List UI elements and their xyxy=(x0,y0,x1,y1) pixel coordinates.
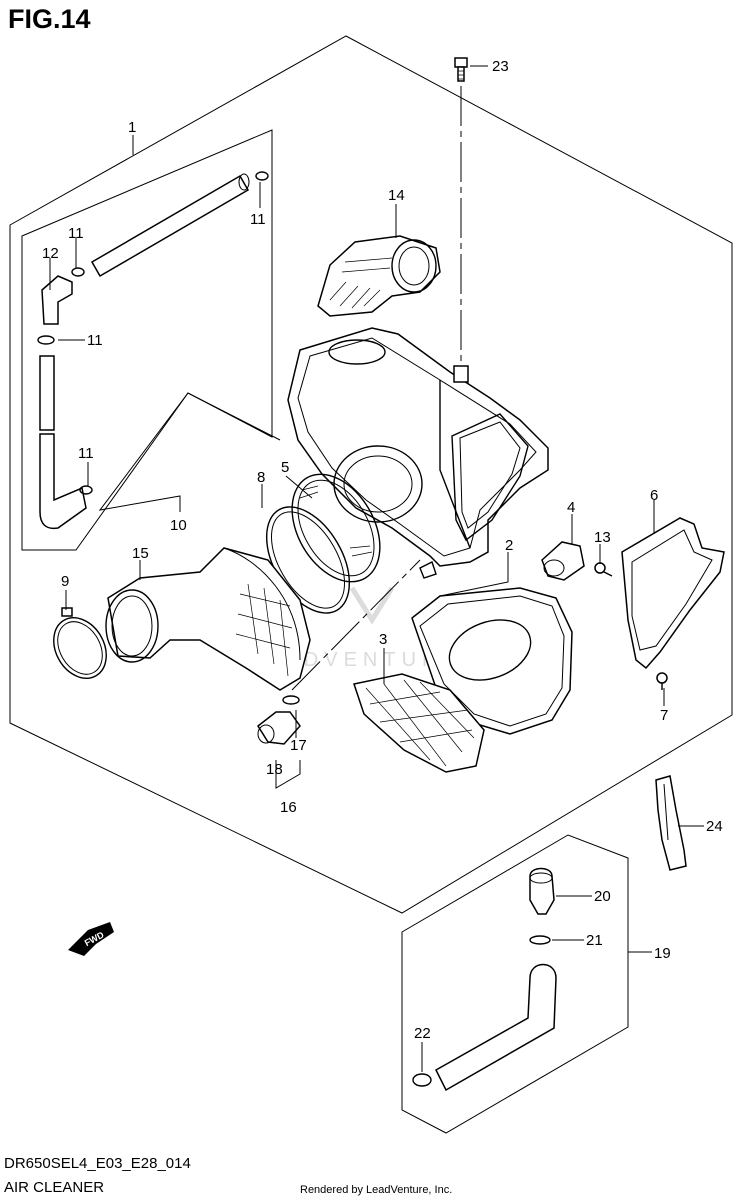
callout-16: 16 xyxy=(280,799,297,816)
screw-part-13 xyxy=(594,562,613,577)
clips-part-11 xyxy=(37,171,269,495)
callout-19: 19 xyxy=(654,945,671,962)
callout-3: 3 xyxy=(379,631,387,648)
callout-8: 8 xyxy=(257,469,265,486)
intake-boot-part-15 xyxy=(105,547,311,691)
callout-21: 21 xyxy=(586,932,603,949)
breather-hose-part-10 xyxy=(39,173,250,530)
callout-18: 18 xyxy=(266,761,283,778)
callout-6: 6 xyxy=(650,487,658,504)
callout-24: 24 xyxy=(706,818,723,835)
figure-title: FIG.14 xyxy=(8,4,91,34)
main-assembly-frame xyxy=(9,35,733,914)
callout-5: 5 xyxy=(281,459,289,476)
drain-plug-part-20 xyxy=(529,867,555,915)
callout-20: 20 xyxy=(594,888,611,905)
section-name: AIR CLEANER xyxy=(4,1179,104,1196)
gasket-part-5 xyxy=(291,473,381,583)
callout-labels: 1 2 3 4 5 6 7 8 9 10 11 11 11 11 12 13 1… xyxy=(42,58,723,1042)
callout-13: 13 xyxy=(594,529,611,546)
callout-14: 14 xyxy=(388,187,405,204)
clip-part-17 xyxy=(282,695,300,705)
air-cleaner-box xyxy=(287,327,549,579)
cap-part-18 xyxy=(257,711,301,745)
callout-11-top: 11 xyxy=(250,211,266,228)
callout-11-middle: 11 xyxy=(87,332,103,349)
callout-2: 2 xyxy=(505,537,513,554)
side-cover-part-6 xyxy=(621,517,725,670)
callout-1: 1 xyxy=(128,119,136,136)
strap-part-24 xyxy=(655,775,687,871)
rendered-by-credit: Rendered by LeadVenture, Inc. xyxy=(300,1184,452,1196)
elbow-joint-part-12 xyxy=(41,275,73,325)
stay-part-4 xyxy=(541,541,585,581)
bolt-part-23 xyxy=(454,57,468,82)
clip-part-21 xyxy=(529,935,551,945)
callout-22: 22 xyxy=(414,1025,431,1042)
callout-leader-lines xyxy=(49,65,704,1072)
drain-kit-frame xyxy=(401,834,629,1134)
callout-9: 9 xyxy=(61,573,69,590)
callout-11-lower: 11 xyxy=(78,445,94,462)
callout-4: 4 xyxy=(567,499,575,516)
callout-15: 15 xyxy=(132,545,149,562)
filter-holder-part-3 xyxy=(353,673,485,773)
callout-7: 7 xyxy=(660,707,668,724)
callout-11-upper-left: 11 xyxy=(68,225,84,242)
callout-10: 10 xyxy=(170,517,187,534)
fwd-direction-arrow: FWD xyxy=(68,922,114,956)
hose-clamp-part-9 xyxy=(53,607,107,679)
intake-duct-part-14 xyxy=(317,235,441,317)
screw-part-7 xyxy=(656,672,668,690)
model-code: DR650SEL4_E03_E28_014 xyxy=(4,1155,191,1172)
callout-23: 23 xyxy=(492,58,509,75)
drain-hose-part-22-hose xyxy=(412,963,557,1092)
callout-17: 17 xyxy=(290,737,307,754)
callout-12: 12 xyxy=(42,245,59,262)
